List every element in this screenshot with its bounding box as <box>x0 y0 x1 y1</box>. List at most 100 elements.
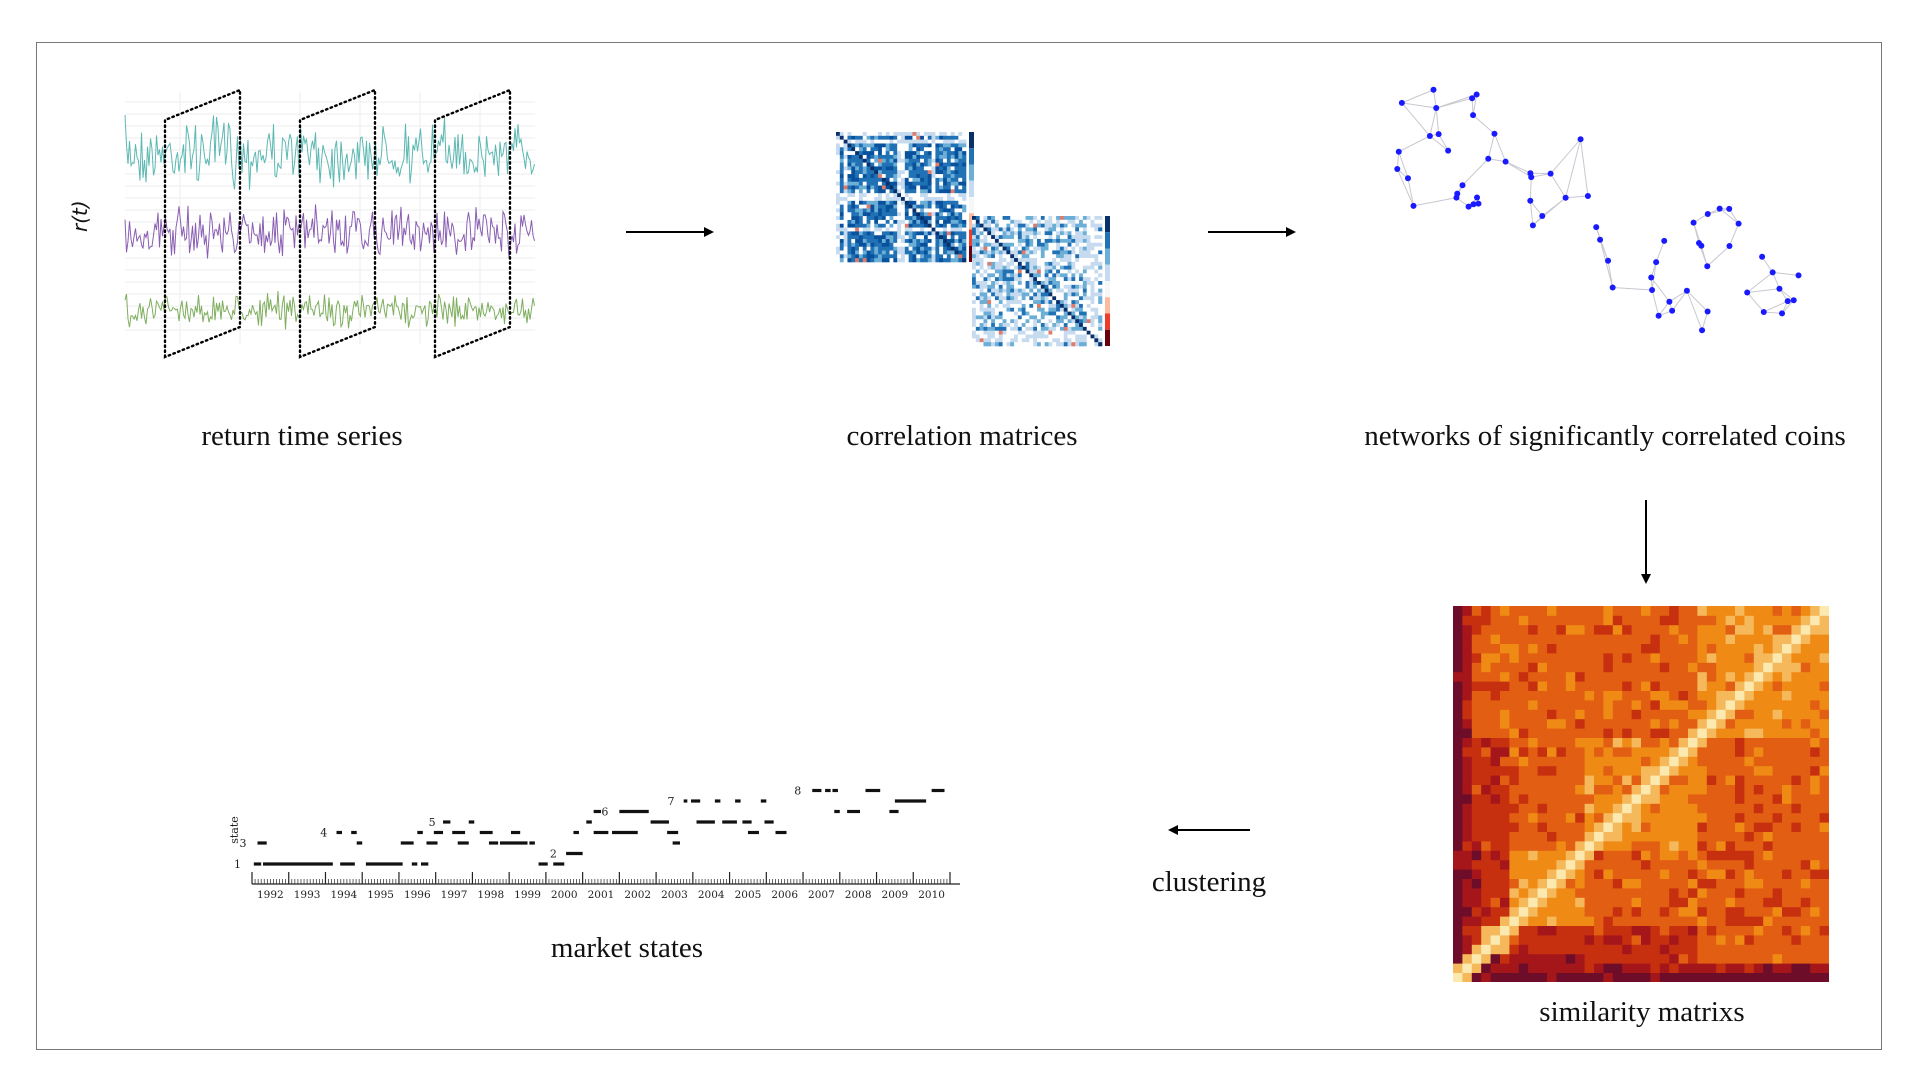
corr-cell <box>916 158 921 163</box>
corr-cell <box>901 174 906 179</box>
similarity-cell <box>1631 869 1642 879</box>
similarity-cell <box>1490 681 1501 691</box>
similarity-cell <box>1490 624 1501 635</box>
similarity-cell <box>1547 935 1557 945</box>
similarity-cell <box>1744 794 1755 804</box>
similarity-cell <box>1753 831 1764 842</box>
similarity-cell <box>1819 859 1829 870</box>
corr-cell <box>1059 303 1065 309</box>
corr-cell <box>1006 235 1011 240</box>
similarity-cell <box>1782 935 1792 945</box>
similarity-cell <box>1631 812 1642 823</box>
corr-cell <box>901 219 906 225</box>
similarity-cell <box>1650 906 1661 917</box>
similarity-cell <box>1453 700 1463 710</box>
similarity-cell <box>1453 784 1463 795</box>
similarity-cell <box>1716 709 1726 720</box>
colorbar-segment <box>1105 281 1110 298</box>
corr-cell <box>943 231 948 236</box>
corr-cell <box>958 185 963 190</box>
corr-cell <box>1071 246 1076 251</box>
corr-cell <box>870 258 875 263</box>
similarity-cell <box>1547 718 1557 729</box>
network-2-node <box>1784 298 1791 305</box>
corr-cell <box>950 219 955 225</box>
corr-cell <box>1029 326 1034 332</box>
similarity-cell <box>1603 756 1614 767</box>
similarity-cell <box>1669 765 1679 776</box>
corr-cell <box>954 227 959 232</box>
similarity-cell <box>1471 803 1482 814</box>
similarity-cell <box>1612 803 1623 814</box>
corr-cell <box>1098 296 1103 301</box>
corr-cell <box>1098 273 1103 278</box>
corr-cell <box>935 223 940 228</box>
similarity-cell <box>1518 841 1529 851</box>
corr-cell <box>908 208 913 213</box>
corr-cell <box>954 200 959 205</box>
corr-cell <box>962 242 967 248</box>
corr-cell <box>1079 315 1084 320</box>
similarity-cell <box>1800 643 1811 654</box>
corr-cell <box>1075 284 1080 289</box>
similarity-cell <box>1547 850 1557 861</box>
corr-cell <box>1002 292 1007 297</box>
corr-cell <box>931 227 936 232</box>
corr-cell <box>1059 323 1065 328</box>
similarity-cell <box>1791 841 1802 851</box>
similarity-cell <box>1688 728 1698 738</box>
similarity-cell <box>1716 775 1726 785</box>
corr-cell <box>1037 292 1042 297</box>
corr-cell <box>1048 250 1053 255</box>
corr-cell <box>1098 323 1103 328</box>
similarity-cell <box>1584 822 1595 832</box>
corr-cell <box>920 204 925 209</box>
corr-cell <box>958 208 963 213</box>
corr-cell <box>1006 254 1011 259</box>
corr-cell <box>972 284 977 289</box>
corr-cell <box>866 151 871 156</box>
similarity-cell <box>1782 756 1792 767</box>
corr-cell <box>920 143 925 148</box>
similarity-cell <box>1678 897 1689 908</box>
corr-cell <box>994 265 1000 270</box>
corr-cell <box>1010 292 1015 297</box>
similarity-cell <box>1547 794 1557 804</box>
corr-cell <box>901 246 906 251</box>
similarity-cell <box>1763 756 1773 767</box>
similarity-cell <box>1669 897 1679 908</box>
similarity-cell <box>1716 906 1726 917</box>
similarity-cell <box>1500 700 1510 710</box>
similarity-cell <box>1509 831 1520 842</box>
similarity-cell <box>1800 756 1811 767</box>
similarity-cell <box>1509 944 1520 955</box>
corr-cell <box>983 231 988 236</box>
similarity-cell <box>1631 709 1642 720</box>
network-1-edge <box>1505 161 1532 178</box>
similarity-cell <box>1537 850 1548 861</box>
corr-cell <box>1002 281 1007 286</box>
corr-cell <box>1086 300 1091 305</box>
corr-cell <box>972 261 977 267</box>
corr-cell <box>908 235 913 240</box>
corr-cell <box>1094 281 1099 286</box>
similarity-cell <box>1631 784 1642 795</box>
similarity-cell <box>1791 822 1802 832</box>
similarity-cell <box>1744 953 1755 964</box>
similarity-cell <box>1650 615 1661 626</box>
similarity-cell <box>1462 634 1473 644</box>
similarity-cell <box>1594 953 1604 964</box>
corr-cell <box>1063 330 1068 335</box>
corr-cell <box>908 162 913 167</box>
diagram-frame <box>36 42 1882 1050</box>
similarity-cell <box>1518 653 1529 663</box>
corr-cell <box>1006 238 1011 244</box>
corr-cell <box>878 204 883 209</box>
corr-cell <box>1075 323 1080 328</box>
similarity-cell <box>1584 624 1595 635</box>
corr-cell <box>862 246 867 251</box>
corr-cell <box>874 166 879 171</box>
similarity-cell <box>1612 765 1623 776</box>
colorbar-segment <box>969 197 974 214</box>
similarity-cell <box>1659 700 1670 710</box>
